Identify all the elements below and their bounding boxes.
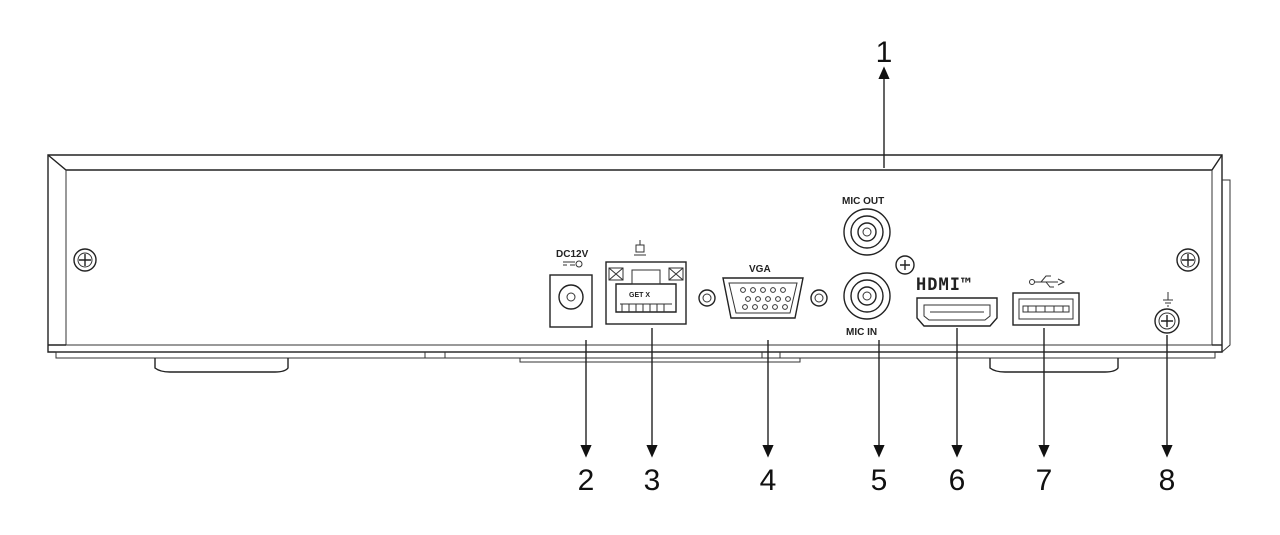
vga-port: VGA	[698, 264, 828, 319]
mic-in-label: MIC IN	[846, 327, 877, 338]
network-icon	[634, 240, 646, 256]
mic-in-port: MIC IN	[843, 272, 891, 338]
dc-label: DC12V	[556, 249, 589, 260]
ground-icon	[1163, 292, 1173, 307]
callout-leaders	[580, 66, 1173, 458]
mic-out-port: MIC OUT	[842, 196, 891, 256]
right-screw-icon	[1176, 248, 1200, 272]
mic-out-label: MIC OUT	[842, 196, 884, 207]
hdmi-logo: HDMI™	[916, 275, 972, 295]
callout-number-6: 6	[949, 464, 966, 497]
vga-label: VGA	[749, 264, 771, 275]
usb-icon	[1029, 275, 1066, 288]
chassis	[47, 154, 1231, 373]
callout-number-4: 4	[760, 464, 777, 497]
dc-power-port: DC12V	[549, 249, 593, 328]
callout-number-5: 5	[871, 464, 888, 497]
callout-number-8: 8	[1159, 464, 1176, 497]
callout-number-1: 1	[876, 36, 893, 69]
ethernet-label: GET X	[629, 292, 650, 299]
callout-number-2: 2	[578, 464, 595, 497]
vga-pins	[740, 287, 791, 310]
left-screw-icon	[73, 248, 97, 272]
callout-number-3: 3	[644, 464, 661, 497]
center-screw-icon	[895, 255, 915, 275]
ground-terminal	[1154, 292, 1180, 334]
usb-port	[1012, 275, 1080, 326]
callout-number-7: 7	[1036, 464, 1053, 497]
ethernet-port: GET X	[605, 240, 687, 325]
callout-numbers: 1 2 3 4 5 6 7 8	[578, 36, 1176, 497]
hdmi-port: HDMI™	[916, 275, 998, 327]
